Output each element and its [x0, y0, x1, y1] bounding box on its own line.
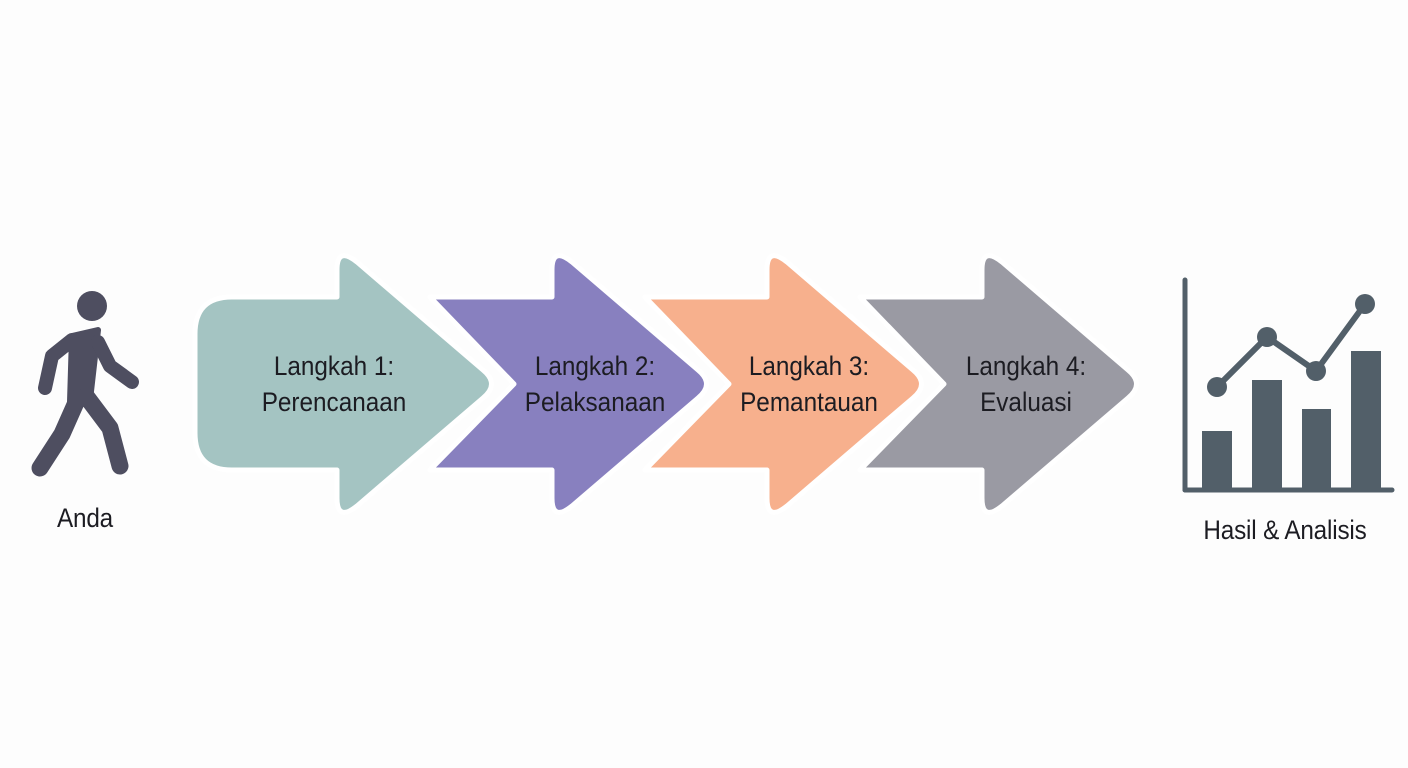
- step-2-title: Langkah 2:: [534, 351, 656, 381]
- start-label: Anda: [56, 503, 114, 533]
- step-3-name: Pemantauan: [740, 387, 878, 417]
- step-1-name: Perencanaan: [261, 387, 407, 417]
- step-4-name: Evaluasi: [980, 387, 1072, 417]
- step-2-name: Pelaksanaan: [524, 387, 666, 417]
- step-4-arrow: [857, 253, 1139, 515]
- bar-line-chart-icon: [1182, 277, 1395, 493]
- step-3-title: Langkah 3:: [748, 351, 870, 381]
- step-1-label: Langkah 1: Perencanaan: [249, 348, 420, 420]
- step-4-label: Langkah 4: Evaluasi: [941, 348, 1112, 420]
- step-1-arrow: [192, 253, 494, 515]
- step-2-label: Langkah 2: Pelaksanaan: [510, 348, 681, 420]
- step-3-label: Langkah 3: Pemantauan: [724, 348, 895, 420]
- step-2-arrow: [427, 253, 709, 515]
- step-3-arrow: [642, 253, 924, 515]
- end-label: Hasil & Analisis: [1203, 515, 1367, 545]
- step-1-title: Langkah 1:: [273, 351, 395, 381]
- walking-person-icon: [31, 291, 139, 477]
- step-4-title: Langkah 4:: [965, 351, 1087, 381]
